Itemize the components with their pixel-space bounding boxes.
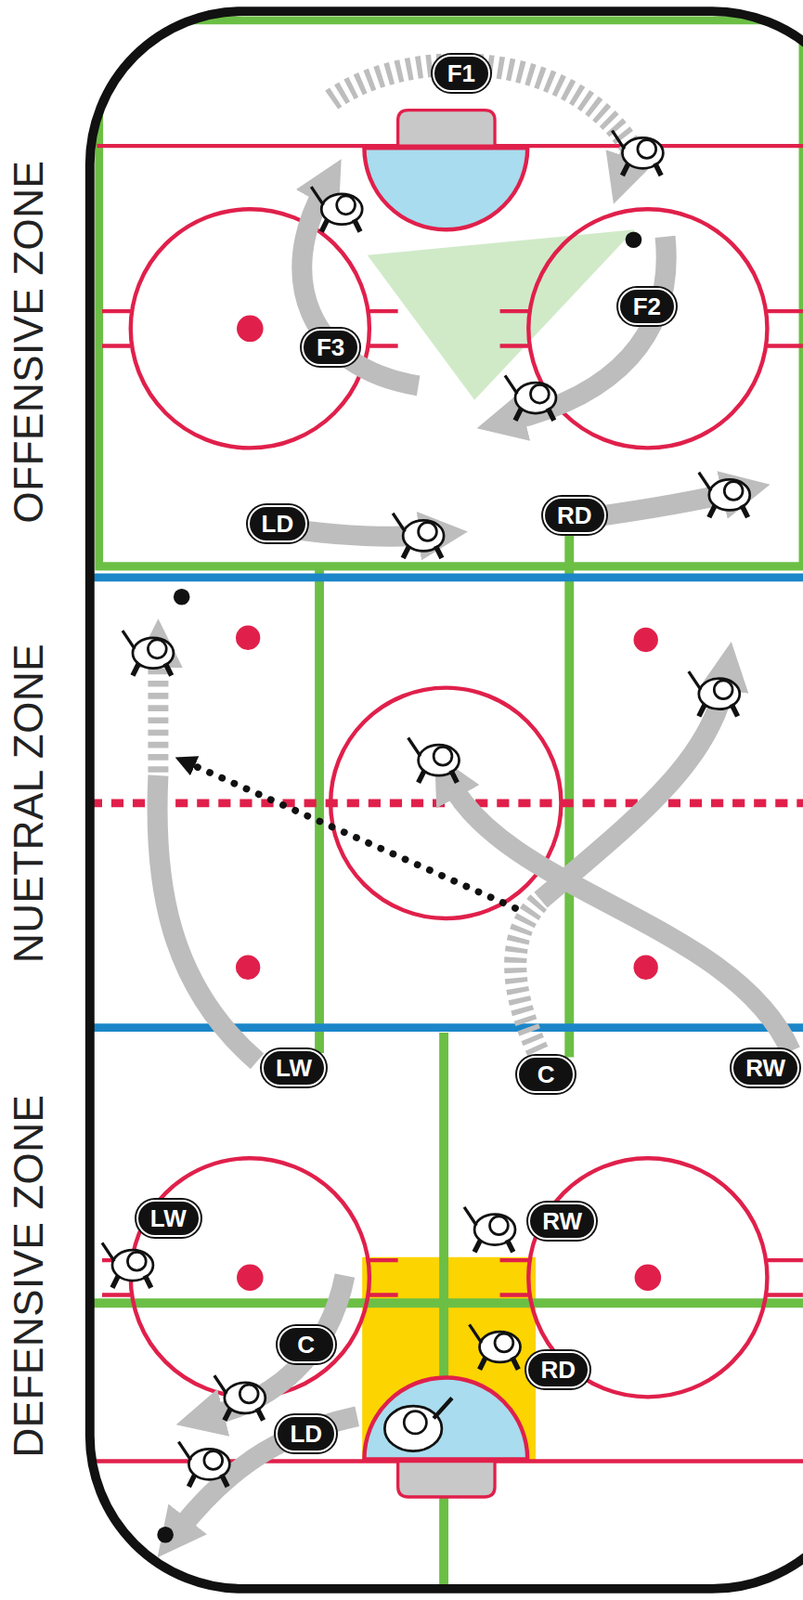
skater bbox=[102, 1242, 154, 1287]
players bbox=[102, 130, 751, 1487]
player-tag: RW bbox=[731, 1049, 800, 1087]
pass-line bbox=[188, 763, 516, 908]
player-tag: F3 bbox=[301, 328, 360, 366]
skater bbox=[611, 130, 663, 176]
player-label: RD bbox=[556, 503, 593, 528]
player-label: RW bbox=[745, 1055, 786, 1080]
player-label: C bbox=[537, 1062, 556, 1087]
skater bbox=[310, 186, 363, 232]
zone-label: NUETRAL ZONE bbox=[5, 643, 52, 963]
skater bbox=[392, 513, 444, 558]
player-tag: C bbox=[277, 1325, 336, 1363]
player-label: C bbox=[297, 1332, 315, 1357]
rink-markings bbox=[90, 11, 803, 1589]
player-tag: RD bbox=[543, 496, 607, 534]
pucks bbox=[156, 231, 642, 1542]
skater bbox=[214, 1374, 266, 1420]
player-label: LW bbox=[150, 1205, 187, 1231]
player-tag: LD bbox=[247, 505, 309, 543]
zone-label: DEFENSIVE ZONE bbox=[5, 1093, 52, 1457]
player-tag: RW bbox=[528, 1202, 596, 1240]
skater bbox=[408, 737, 460, 782]
skater bbox=[469, 1323, 521, 1369]
goalie bbox=[384, 1397, 453, 1451]
skating-paths bbox=[156, 64, 791, 1530]
skater bbox=[122, 630, 174, 675]
player-label: F1 bbox=[447, 61, 476, 86]
player-label: RW bbox=[542, 1208, 583, 1233]
player-tag: LW bbox=[261, 1049, 326, 1087]
player-tag: LW bbox=[136, 1199, 201, 1237]
skater bbox=[464, 1206, 516, 1252]
player-label: LW bbox=[275, 1055, 312, 1080]
zone-label: OFFENSIVE ZONE bbox=[5, 160, 52, 524]
player-tag: F2 bbox=[618, 287, 676, 325]
player-tag: F1 bbox=[432, 54, 491, 92]
player-label: F2 bbox=[633, 294, 661, 319]
skater bbox=[688, 671, 740, 716]
player-label: RD bbox=[540, 1357, 576, 1382]
player-label: LD bbox=[261, 511, 295, 536]
player-tag: LD bbox=[275, 1414, 337, 1452]
skater bbox=[505, 375, 557, 420]
player-label: F3 bbox=[316, 335, 345, 360]
skater bbox=[178, 1441, 230, 1487]
player-tag: C bbox=[517, 1055, 575, 1093]
player-label: LD bbox=[289, 1421, 323, 1446]
player-tag: RD bbox=[526, 1350, 590, 1388]
skater bbox=[699, 472, 751, 518]
